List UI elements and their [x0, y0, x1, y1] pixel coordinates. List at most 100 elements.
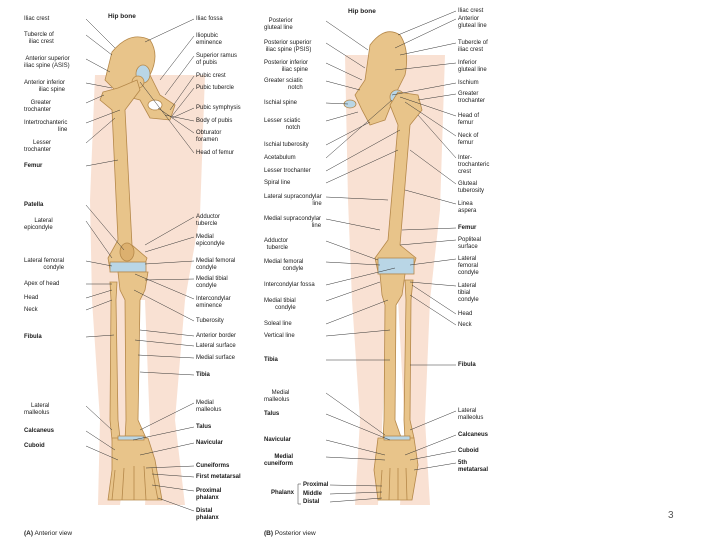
anterior-right-leader-7	[157, 107, 195, 134]
posterior-left-leader-11	[325, 218, 381, 231]
posterior-left-leader-15	[325, 281, 381, 302]
anterior-left-leader-5	[85, 109, 121, 124]
anterior-right-leader-16	[134, 339, 195, 347]
anterior-left-leader-1	[85, 34, 113, 56]
posterior-phalanx-leader-2	[329, 497, 383, 503]
posterior-right-leader-8	[417, 114, 457, 159]
posterior-left-leader-3	[325, 80, 361, 91]
posterior-left-leader-1	[325, 42, 366, 69]
posterior-phalanx-leader-1	[329, 491, 383, 495]
anterior-left-label-3: Anterior inferior iliac spine	[24, 80, 66, 93]
posterior-right-label-18: Lateral malleolus	[458, 408, 484, 421]
posterior-left-label-4: Ischial spine	[264, 100, 298, 106]
anterior-left-leader-4	[85, 94, 105, 104]
posterior-left-label-22: Medial cuneiform	[264, 454, 294, 467]
posterior-left-label-0: Posterior gluteal line	[264, 18, 293, 31]
anterior-right-leader-13	[134, 273, 195, 300]
anterior-left-label-12: Head	[24, 295, 39, 301]
posterior-right-leader-6	[399, 96, 457, 117]
anterior-knee-cartilage	[109, 261, 147, 273]
anterior-right-leader-11	[144, 260, 195, 265]
posterior-view-prefix: (B)	[264, 530, 274, 537]
anterior-right-label-8: Head of femur	[196, 150, 235, 156]
posterior-left-label-12: Adductor tubercle	[264, 238, 289, 251]
posterior-left-label-19: Medial malleolus	[264, 390, 290, 403]
posterior-right-label-2: Tubercle of iliac crest	[458, 40, 488, 53]
anterior-view-caption: (A) Anterior view	[24, 530, 72, 537]
anterior-right-leader-15	[139, 329, 195, 337]
anterior-left-label-9: Lateral epicondyle	[24, 218, 53, 231]
anterior-right-leader-2	[164, 55, 195, 96]
anterior-view-name: Anterior view	[34, 530, 73, 537]
posterior-left-leader-4	[325, 102, 349, 105]
anterior-right-label-17: Medial surface	[196, 355, 236, 361]
anterior-left-label-14: Fibula	[24, 334, 42, 340]
posterior-right-label-20: Cuboid	[458, 448, 479, 454]
posterior-foot	[373, 437, 419, 501]
posterior-left-leader-13	[325, 261, 381, 266]
posterior-hip-bone	[354, 31, 408, 126]
posterior-right-label-10: Linea aspera	[458, 201, 477, 214]
posterior-right-label-1: Anterior gluteal line	[458, 16, 487, 29]
posterior-left-leader-21	[325, 439, 386, 456]
posterior-right-leader-18	[409, 410, 457, 431]
anterior-right-leader-25	[157, 497, 195, 512]
anterior-left-label-16: Calcaneus	[24, 428, 55, 434]
posterior-right-label-13: Lateral femoral condyle	[458, 256, 479, 276]
posterior-left-label-16: Soleal line	[264, 321, 292, 327]
anterior-left-label-11: Apex of head	[24, 281, 60, 287]
anterior-left-leader-8	[85, 204, 125, 251]
posterior-right-leader-7	[404, 101, 457, 137]
posterior-right-label-19: Calcaneus	[458, 432, 489, 438]
posterior-right-label-11: Femur	[458, 225, 477, 231]
posterior-right-label-17: Fibula	[458, 362, 476, 368]
anterior-left-label-17: Cuboid	[24, 443, 45, 449]
anterior-right-leader-12	[144, 278, 195, 281]
posterior-left-label-9: Spiral line	[264, 180, 291, 186]
posterior-phalanx-part-0: Proximal	[303, 482, 329, 488]
page-number: 3	[668, 510, 674, 521]
posterior-right-leader-12	[399, 239, 457, 246]
posterior-right-leader-10	[404, 189, 457, 205]
anterior-right-label-19: Medial malleolus	[196, 400, 222, 413]
anterior-left-label-6: Lesser trochanter	[24, 140, 52, 153]
anterior-right-label-25: Distal phalanx	[196, 508, 219, 521]
posterior-knee-cartilage	[377, 257, 415, 275]
posterior-ankle-cartilage	[383, 435, 411, 441]
posterior-right-leader-0	[397, 10, 457, 36]
anterior-left-label-15: Lateral malleolus	[24, 403, 50, 416]
anterior-right-label-4: Pubic tubercle	[196, 85, 235, 91]
anterior-right-label-3: Pubic crest	[196, 73, 226, 79]
posterior-left-leader-7	[325, 99, 393, 159]
anterior-right-leader-20	[132, 426, 195, 441]
anterior-right-label-22: Cuneiforms	[196, 463, 230, 469]
posterior-left-label-1: Posterior superior iliac spine (PSIS)	[264, 40, 312, 53]
posterior-right-label-6: Head of femur	[458, 113, 480, 126]
anterior-foot	[107, 437, 163, 501]
posterior-right-leader-5	[417, 93, 457, 101]
posterior-right-label-8: Inter- trochanteric crest	[458, 155, 490, 175]
posterior-right-label-5: Greater trochanter	[458, 91, 486, 104]
posterior-left-leader-10	[325, 196, 389, 201]
posterior-phalanx-label: Phalanx	[271, 490, 295, 496]
posterior-left-leader-16	[325, 299, 389, 325]
anterior-left-label-4: Greater trochanter	[24, 100, 52, 113]
anterior-right-label-1: Iliopubic eminence	[196, 33, 223, 46]
anterior-left-leader-9	[85, 220, 113, 259]
anterior-right-leader-3	[169, 75, 195, 111]
anterior-left-label-2: Anterior superior iliac spine (ASIS)	[24, 56, 70, 69]
posterior-left-leader-12	[325, 240, 379, 261]
anterior-left-leader-7	[85, 159, 119, 167]
posterior-phalanx-part-1: Middle	[303, 491, 322, 497]
posterior-left-label-18: Tibia	[264, 357, 278, 363]
anterior-left-leader-3	[85, 82, 113, 89]
posterior-left-label-2: Posterior inferior iliac spine	[264, 60, 309, 73]
anterior-right-label-16: Lateral surface	[196, 343, 236, 349]
anterior-right-leader-10	[144, 236, 195, 253]
posterior-right-label-21: 5th metatarsal	[458, 460, 489, 473]
anterior-right-leader-9	[144, 216, 195, 246]
posterior-left-label-13: Medial femoral condyle	[264, 259, 304, 272]
posterior-left-label-21: Navicular	[264, 437, 292, 443]
